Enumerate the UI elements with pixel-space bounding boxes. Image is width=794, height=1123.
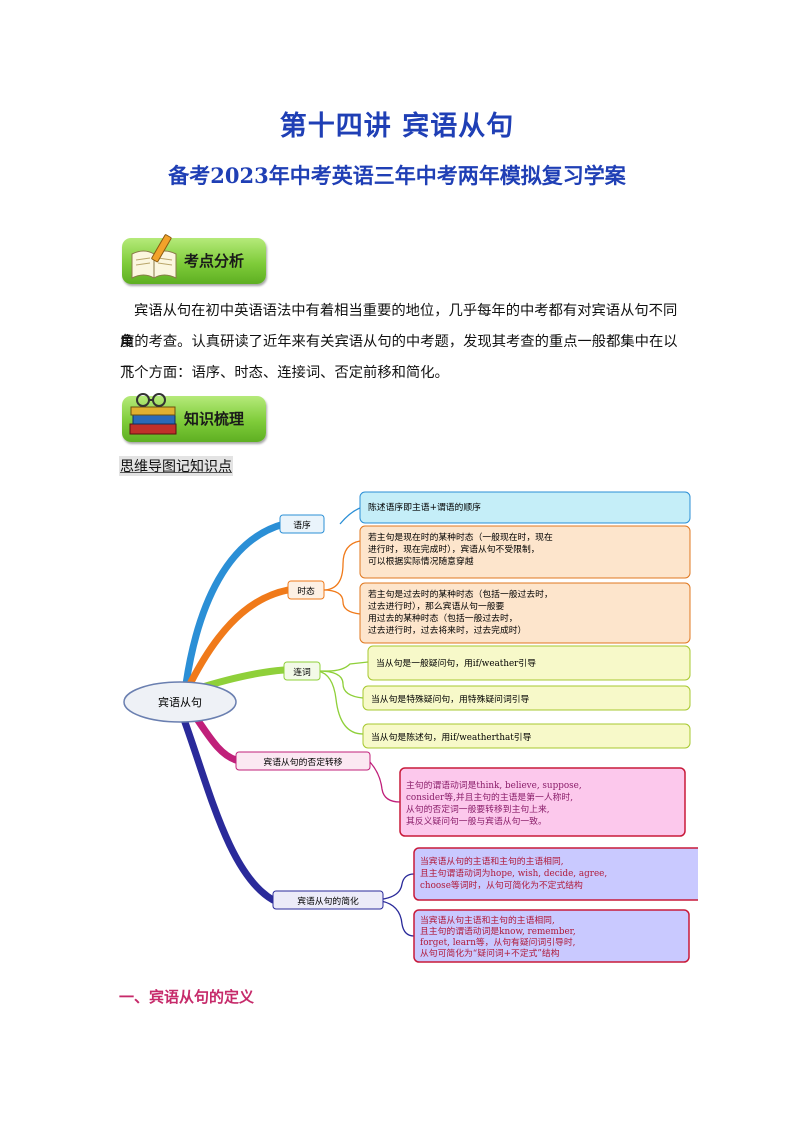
note-simplify-infinitive <box>413 847 698 901</box>
note-negation-line: 从句的否定词一般要转移到主句上来, <box>406 803 550 815</box>
note-simplify-q-line: 当宾语从句主语和主句的主语相同, <box>420 914 555 926</box>
banner-knowledge-label: 知识梳理 <box>184 410 245 428</box>
note-negation-line: 主句的谓语动词是think, believe, suppose, <box>406 779 582 791</box>
note-conj-general <box>367 645 691 681</box>
note-simplify-question <box>413 909 690 963</box>
branch-label-negation: 宾语从句的否定转移 <box>263 756 342 768</box>
branch-box-conj <box>283 661 321 681</box>
note-simplify-inf-line: 当宾语从句的主语和主句的主语相同, <box>420 855 564 867</box>
note-negation-line: consider等,并且主句的主语是第一人称时, <box>406 791 573 803</box>
branch-curve-order <box>182 520 288 688</box>
note-simplify-inf-line: choose等词时，从句可简化为不定式结构 <box>420 879 583 891</box>
note-tense-past <box>359 582 691 644</box>
branch-label-conj: 连词 <box>293 666 311 678</box>
center-node <box>123 681 237 723</box>
banner-analysis: 考点分析 <box>122 234 266 284</box>
note-conj-statement-line: 当从句是陈述句，用if/weatherthat引导 <box>371 731 532 743</box>
note-tense-present-line: 可以根据实际情况随意穿越 <box>368 555 474 567</box>
note-simplify-q-line: 从句可简化为“疑问词+不定式”结构 <box>420 947 560 959</box>
note-conj-general-line: 当从句是一般疑问句，用if/weather引导 <box>376 657 536 669</box>
branch-curve-tense <box>186 586 292 688</box>
banner-knowledge: 知识梳理 <box>122 393 266 442</box>
branch-box-simplify <box>272 890 384 910</box>
note-tense-past-line: 若主句是过去时的某种时态（包括一般过去时， <box>368 588 553 600</box>
branch-label-order: 语序 <box>293 519 311 531</box>
note-tense-present-line: 若主句是现在时的某种时态（一般现在时，现在 <box>368 531 553 543</box>
intro-line: 几个方面：语序、时态、连接词、否定前移和简化。 <box>120 365 449 381</box>
section-heading: 一、宾语从句的定义 <box>119 988 255 1006</box>
note-negation-line: 其反义疑问句一般与宾语从句一致。 <box>406 815 547 827</box>
mindmap: 宾语从句 语序 时态 连词 宾语从句的否定转移 宾语从句的简化 陈述语序即主语+… <box>123 491 698 963</box>
note-negation <box>399 767 686 837</box>
branch-label-tense: 时态 <box>297 585 315 597</box>
note-tense-past-line: 用过去的某种时态（包括一般过去时， <box>368 612 518 624</box>
intro-line: 宾语从句在初中英语语法中有着相当重要的地位，几乎每年的中考都有对宾语从句不同角 <box>120 303 678 350</box>
note-simplify-q-line: forget, learn等，从句有疑问词引导时, <box>420 936 575 948</box>
note-conj-statement <box>362 723 691 749</box>
branch-curve-simplify <box>178 710 277 904</box>
notebook-pencil-icon <box>131 234 177 279</box>
banner-analysis-label: 考点分析 <box>184 252 245 270</box>
note-tense-past-line: 过去进行时，过去将来时，过去完成时） <box>368 624 526 636</box>
note-order <box>359 491 691 524</box>
branch-box-tense <box>287 580 325 600</box>
note-simplify-inf-line: 且主句谓语动词为hope, wish, decide, agree, <box>420 867 607 879</box>
note-conj-special <box>362 685 691 711</box>
note-order-line: 陈述语序即主语+谓语的顺序 <box>368 501 481 513</box>
intro-line: 度的考查。认真研读了近年来有关宾语从句的中考题，发现其考查的重点一般都集中在以下 <box>120 334 678 381</box>
branch-box-order <box>279 514 325 534</box>
page-title: 第十四讲 宾语从句 <box>279 111 515 142</box>
branch-box-negation <box>235 751 371 771</box>
note-tense-present-line: 进行时，现在完成时），宾语从句不受限制， <box>368 543 540 555</box>
note-conj-special-line: 当从句是特殊疑问句，用特殊疑问词引导 <box>371 693 530 705</box>
note-tense-past-line: 过去进行时），那么宾语从句一般要 <box>368 600 505 612</box>
books-glasses-icon <box>129 393 177 435</box>
note-simplify-q-line: 且主句的谓语动词是know, remember, <box>420 925 576 937</box>
mindmap-caption: 思维导图记知识点 <box>119 456 233 476</box>
branch-label-simplify: 宾语从句的简化 <box>297 895 359 907</box>
center-label: 宾语从句 <box>158 695 202 709</box>
note-tense-present <box>359 525 691 579</box>
page-subtitle: 备考2023年中考英语三年中考两年模拟复习学案 <box>168 163 626 188</box>
